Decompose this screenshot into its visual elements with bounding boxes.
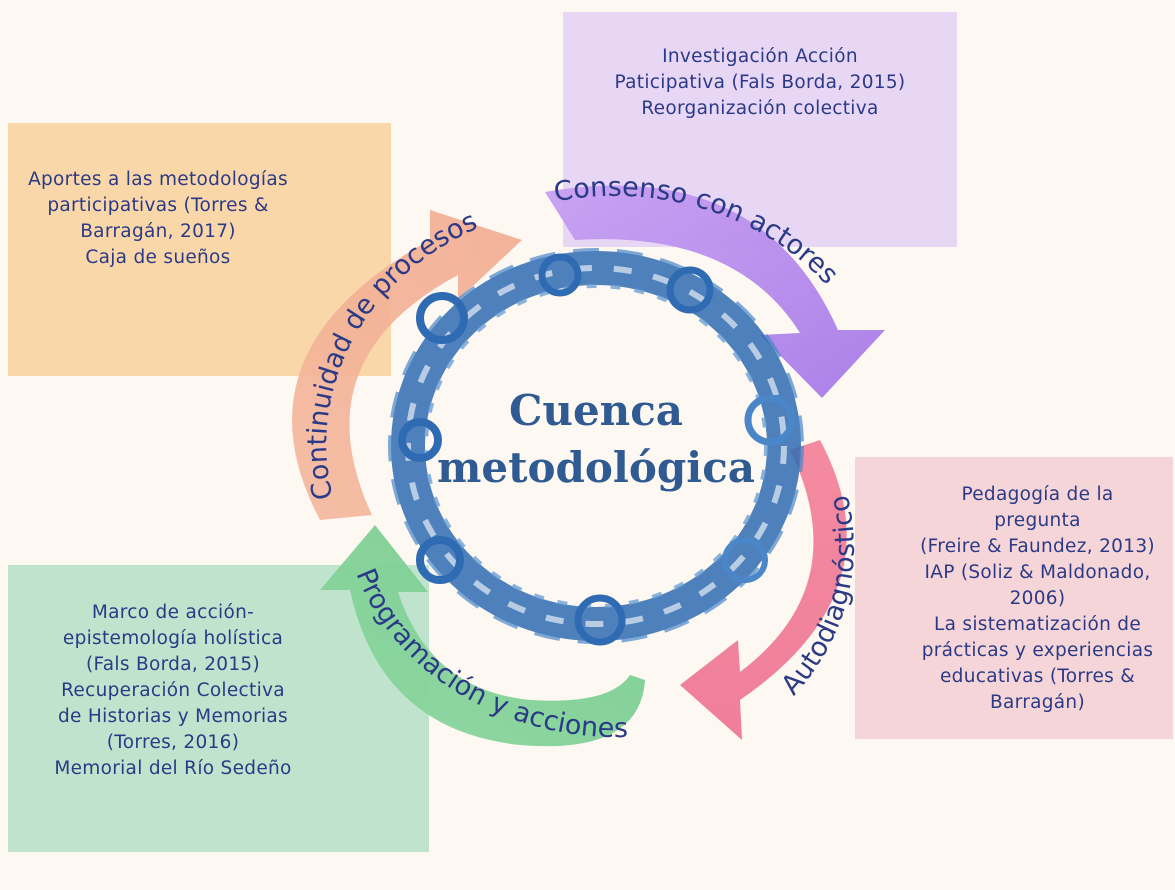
- pink-box-line: IAP (Soliz & Maldonado,: [924, 562, 1151, 583]
- wave-ring-icon: [388, 248, 804, 646]
- orange-box-text: Aportes a las metodologías participativa…: [8, 167, 308, 271]
- orange-box-line: Barragán, 2017): [80, 221, 236, 242]
- green-box-line: Memorial del Río Sedeño: [54, 758, 292, 779]
- arrow-autodiagnostico: [680, 440, 847, 740]
- green-box-text: Marco de acción- epistemología holística…: [28, 600, 318, 782]
- green-box-line: (Fals Borda, 2015): [86, 654, 260, 675]
- green-box-line: (Torres, 2016): [106, 732, 240, 753]
- purple-box-line: Paticipativa (Fals Borda, 2015): [614, 72, 906, 93]
- green-box-line: de Historias y Memorias: [57, 706, 288, 727]
- orange-box-line: participativas (Torres &: [47, 195, 269, 216]
- pink-box-line: educativas (Torres &: [939, 666, 1136, 687]
- orange-box-line: Caja de sueños: [85, 247, 231, 268]
- green-box-line: Marco de acción-: [91, 602, 255, 623]
- pink-box-line: Barragán): [990, 692, 1085, 713]
- pink-box-line: prácticas y experiencias: [921, 640, 1154, 661]
- purple-box-line: Reorganización colectiva: [641, 98, 879, 119]
- pink-box-text: Pedagogía de la pregunta (Freire & Faund…: [900, 482, 1175, 716]
- pink-box-line: Pedagogía de la: [961, 484, 1114, 505]
- center-title-line1: Cuenca: [509, 386, 683, 435]
- pink-box-line: La sistematización de: [933, 614, 1142, 635]
- orange-box-line: Aportes a las metodologías: [28, 169, 288, 190]
- arrow-consenso: [545, 185, 885, 398]
- purple-box-line: Investigación Acción: [662, 46, 858, 67]
- pink-box-line: (Freire & Faundez, 2013): [920, 536, 1155, 557]
- pink-box-line: 2006): [1009, 588, 1066, 609]
- green-box-line: Recuperación Colectiva: [61, 680, 285, 701]
- green-box-line: epistemología holística: [62, 628, 284, 649]
- purple-box-text: Investigación Acción Paticipativa (Fals …: [563, 44, 957, 122]
- center-title-line2: metodológica: [437, 443, 755, 492]
- arrow-programacion: [320, 525, 645, 747]
- arrow-continuidad: [292, 210, 522, 520]
- pink-box: [855, 457, 1173, 739]
- pink-box-line: pregunta: [994, 510, 1081, 531]
